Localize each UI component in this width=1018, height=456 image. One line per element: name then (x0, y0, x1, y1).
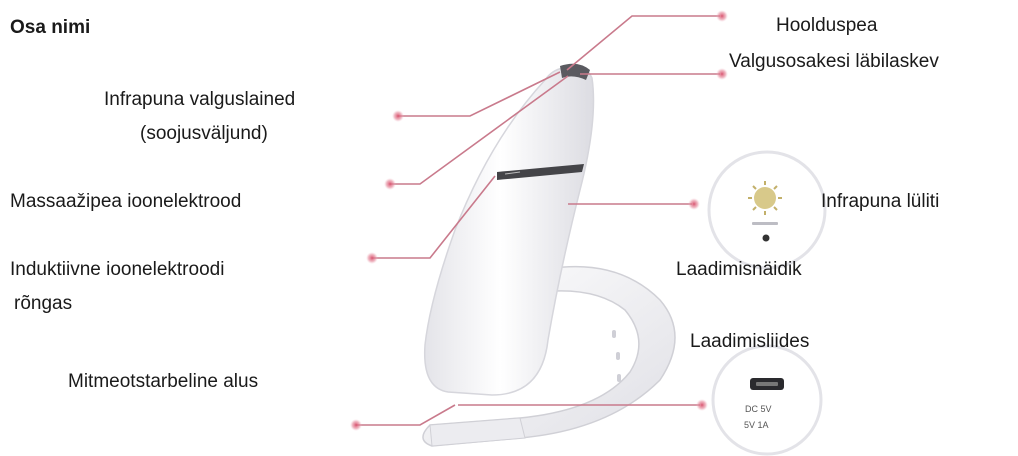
leader-hoolduspea (567, 16, 720, 70)
label-induktiivne-line1: Induktiivne ioonelektroodi (10, 258, 224, 282)
label-infrapuna-luliti: Infrapuna lüliti (821, 190, 939, 214)
dot-laadimisliides (696, 399, 708, 411)
label-mitmeotstarbeline: Mitmeotstarbeline alus (68, 370, 258, 394)
label-infrapuna-line1: Infrapuna valguslained (104, 88, 295, 112)
label-valgusosakesi: Valgusosakesi läbilaskev (729, 50, 939, 74)
dot-mitmeotstarbeline (350, 419, 362, 431)
leader-mitmeotstarbeline (356, 405, 455, 425)
dot-valgusosakesi (716, 68, 728, 80)
dot-massaazipea (384, 178, 396, 190)
dot-hoolduspea (716, 10, 728, 22)
dot-induktiivne (366, 252, 378, 264)
label-infrapuna-line2: (soojusväljund) (140, 122, 268, 146)
infrared-switch-panel (709, 152, 825, 268)
charging-indicator-led (763, 235, 770, 242)
usb-port-icon (750, 378, 784, 390)
label-hoolduspea: Hoolduspea (776, 14, 877, 38)
heading: Osa nimi (10, 16, 90, 40)
label-laadimisliides: Laadimisliides (690, 330, 809, 354)
port-text-line1: DC 5V (745, 404, 772, 414)
label-induktiivne-line2: rõngas (14, 292, 72, 316)
dot-infrapuna-luliti (688, 198, 700, 210)
label-laadimisnaidik: Laadimisnäidik (676, 258, 802, 282)
device-body (425, 64, 594, 395)
charge-port-panel: DC 5V 5V 1A (713, 346, 821, 454)
port-text-line2: 5V 1A (744, 420, 769, 430)
label-massaazipea: Massaažipea ioonelektrood (10, 190, 241, 214)
dot-infrapuna (392, 110, 404, 122)
